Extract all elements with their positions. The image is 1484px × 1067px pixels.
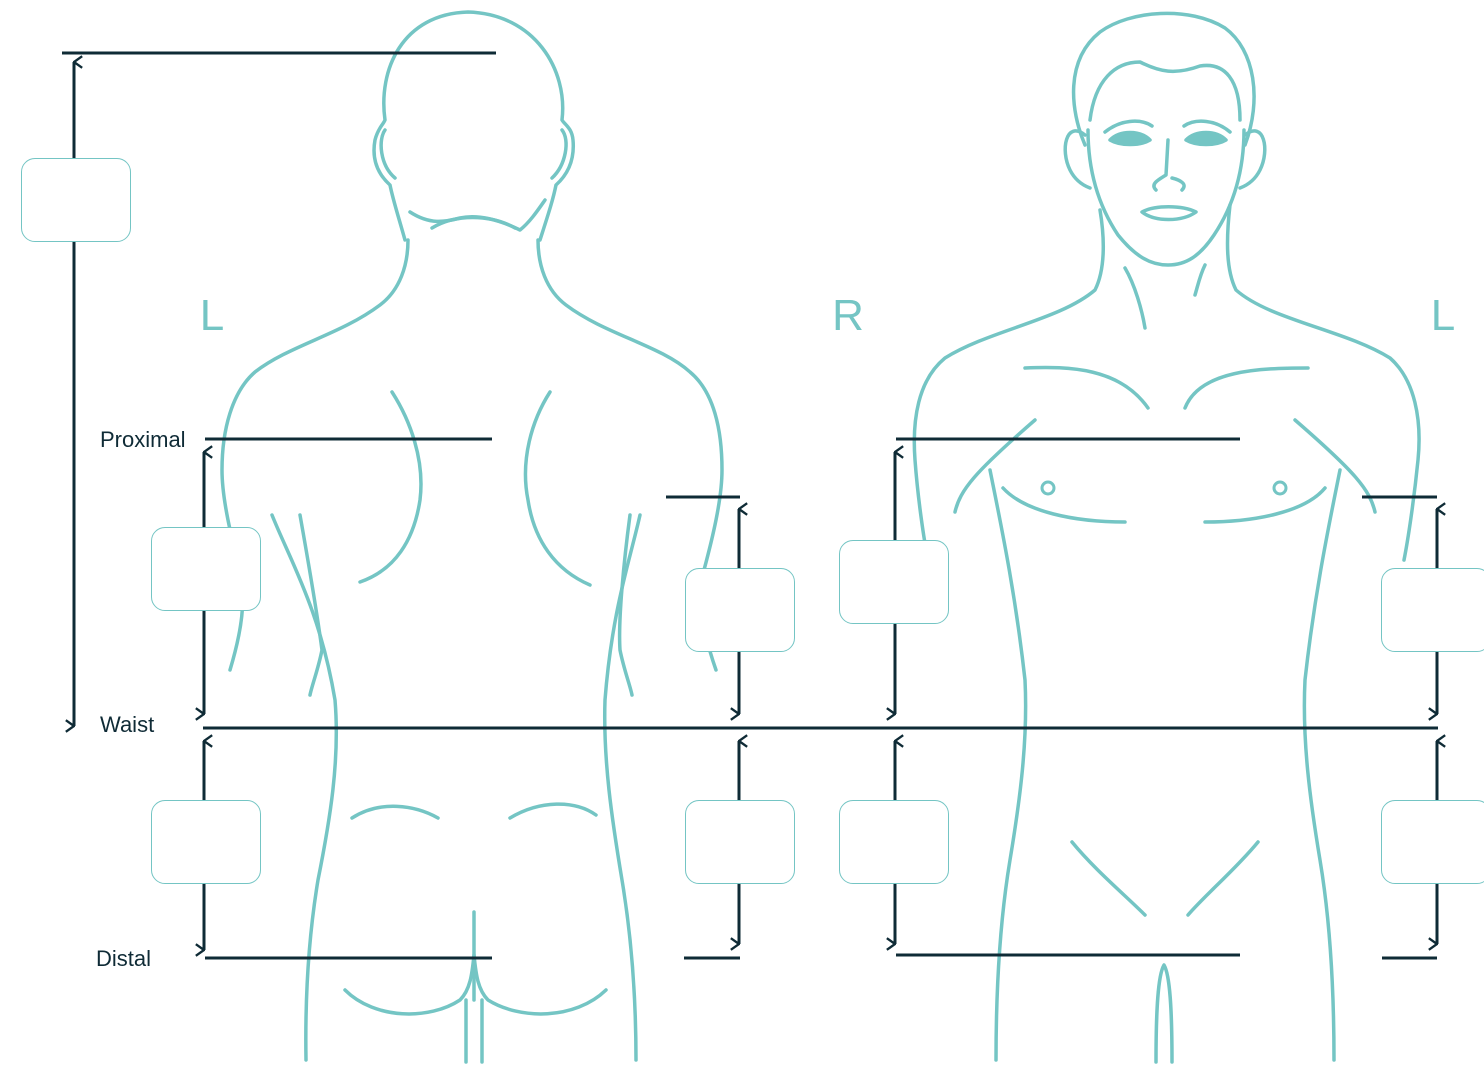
front-left-upper-input[interactable]: [1381, 568, 1484, 652]
back-left-upper-input[interactable]: [151, 527, 261, 611]
back-ear-left: [381, 130, 395, 178]
back-view-figure: [222, 12, 722, 1062]
front-right-side-label: R: [832, 291, 864, 340]
front-neck-right: [1228, 205, 1420, 560]
front-groin-left: [1072, 842, 1145, 915]
front-left-side-label: L: [1431, 291, 1455, 340]
back-left-dimple: [352, 806, 438, 818]
front-brow-left: [1105, 121, 1152, 132]
front-hair-inner: [1090, 62, 1240, 120]
front-mouth: [1142, 207, 1196, 220]
front-chest-right: [1205, 488, 1325, 522]
front-right-upper-input[interactable]: [839, 540, 949, 624]
back-hairline: [410, 200, 545, 230]
front-chest-left: [1003, 488, 1125, 522]
front-clavicle-right: [1185, 368, 1308, 408]
back-left-side-label: L: [200, 291, 224, 340]
back-head-outline: [374, 12, 573, 240]
front-nose: [1154, 140, 1184, 190]
front-eye-right: [1186, 133, 1226, 145]
front-right-lower-input[interactable]: [839, 800, 949, 884]
front-side-left: [990, 470, 1026, 1060]
back-right-lower-input[interactable]: [685, 800, 795, 884]
front-hair-outline: [1074, 13, 1255, 145]
distal-label: Distal: [96, 946, 151, 971]
front-penis: [1156, 965, 1172, 1062]
front-ear-left: [1065, 131, 1090, 188]
back-left-shoulder-blade: [360, 392, 421, 582]
back-right-shoulder-blade: [525, 392, 590, 585]
front-left-lower-input[interactable]: [1381, 800, 1484, 884]
front-eye-left: [1110, 133, 1150, 145]
front-neck-left: [914, 210, 1103, 560]
front-nipple-left: [1042, 482, 1054, 494]
front-brow-right: [1184, 121, 1230, 132]
waist-label: Waist: [100, 712, 154, 737]
front-clavicle-left: [1025, 367, 1148, 408]
front-groin-right: [1188, 842, 1258, 915]
front-nipple-right: [1274, 482, 1286, 494]
back-right-upper-input[interactable]: [685, 568, 795, 652]
back-side-left: [272, 515, 336, 1060]
back-left-lower-input[interactable]: [151, 800, 261, 884]
back-side-right-inner: [620, 515, 632, 695]
front-neck-muscle-right: [1195, 265, 1205, 295]
back-ear-right: [552, 130, 566, 178]
proximal-label: Proximal: [100, 427, 186, 452]
front-neck-muscle-left: [1125, 268, 1145, 328]
front-side-right: [1304, 470, 1340, 1060]
back-right-dimple: [510, 804, 596, 818]
back-hairline-inner: [432, 218, 515, 229]
head-to-waist-input[interactable]: [21, 158, 131, 242]
front-view-figure: [914, 13, 1419, 1062]
